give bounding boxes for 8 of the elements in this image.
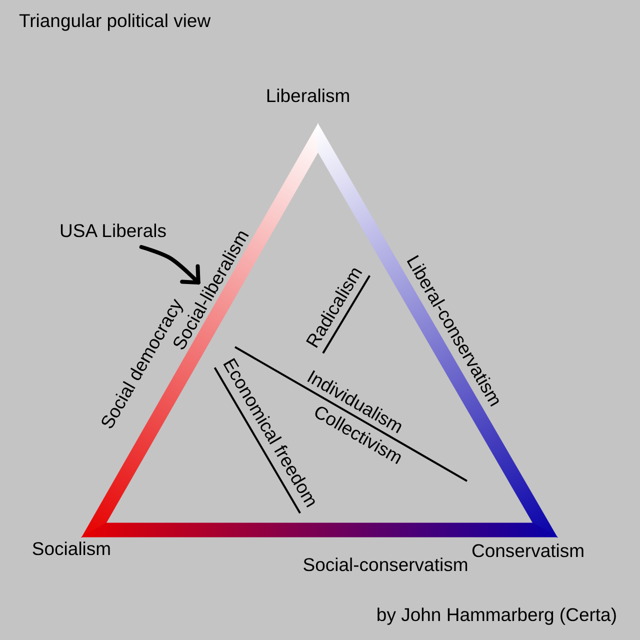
side-label: Social-conservatism <box>302 554 468 576</box>
author-credit: by John Hammarberg (Certa) <box>376 604 617 626</box>
vertex-label: Socialism <box>32 538 112 559</box>
vertex-label: Conservatism <box>471 540 585 562</box>
vertex-label: Liberalism <box>266 86 350 106</box>
annotation-text: USA Liberals <box>60 220 166 242</box>
diagram-title: Triangular political view <box>19 10 211 32</box>
curved-arrow <box>139 245 200 285</box>
